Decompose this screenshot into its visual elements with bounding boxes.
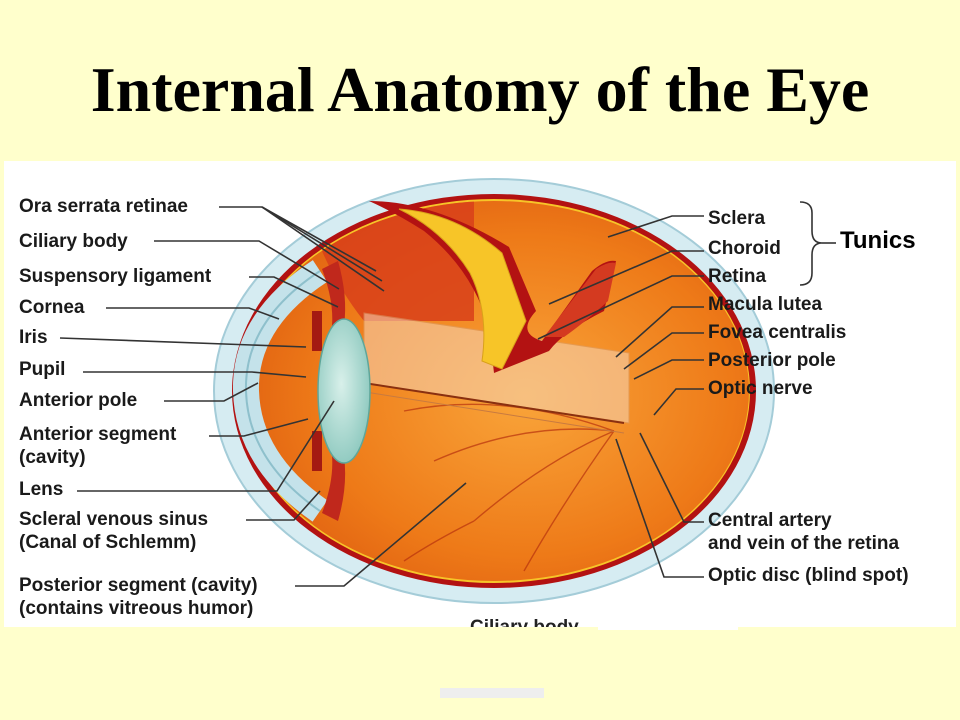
label-central-artery-line1: Central artery: [708, 510, 832, 531]
label-anterior-segment-line2: (cavity): [19, 447, 86, 468]
label-central-artery-line2: and vein of the retina: [708, 533, 900, 554]
label-ciliary-body-cut: Ciliary body: [470, 617, 579, 627]
label-lens: Lens: [19, 479, 64, 500]
label-posterior-segment: Posterior segment (cavity) (contains vit…: [19, 574, 258, 620]
label-scleral-sinus-line2: (Canal of Schlemm): [19, 532, 197, 553]
panel-notch: [598, 627, 738, 630]
label-suspensory-ligament: Suspensory ligament: [19, 266, 212, 287]
bottom-bar: [440, 688, 544, 698]
label-posterior-pole: Posterior pole: [708, 350, 836, 371]
label-pupil: Pupil: [19, 359, 66, 380]
label-ciliary-body: Ciliary body: [19, 231, 128, 252]
label-posterior-segment-line2: (contains vitreous humor): [19, 598, 254, 619]
label-tunics: Tunics: [840, 227, 916, 254]
lens-shape: [317, 318, 371, 464]
label-anterior-segment: Anterior segment (cavity): [19, 423, 176, 469]
retina-flap: [369, 201, 616, 373]
iris-shape: [312, 261, 346, 521]
label-retina: Retina: [708, 266, 767, 287]
label-ora-serrata: Ora serrata retinae: [19, 196, 188, 217]
label-optic-nerve: Optic nerve: [708, 378, 813, 399]
leader-lines: [59, 201, 836, 587]
label-optic-disc: Optic disc (blind spot): [708, 565, 909, 586]
label-choroid: Choroid: [708, 238, 781, 259]
label-scleral-sinus-line1: Scleral venous sinus: [19, 509, 209, 530]
label-scleral-venous-sinus: Scleral venous sinus (Canal of Schlemm): [19, 508, 208, 554]
label-macula-lutea: Macula lutea: [708, 294, 823, 315]
label-anterior-segment-line1: Anterior segment: [19, 424, 177, 445]
label-cornea: Cornea: [19, 297, 85, 318]
diagram-panel: Ora serrata retinae Ciliary body Suspens…: [4, 161, 956, 627]
eye-diagram: [59, 178, 836, 604]
label-central-artery: Central artery and vein of the retina: [708, 509, 899, 555]
label-posterior-segment-line1: Posterior segment (cavity): [19, 575, 258, 596]
label-sclera: Sclera: [708, 208, 766, 229]
label-iris: Iris: [19, 327, 48, 348]
label-fovea-centralis: Fovea centralis: [708, 322, 847, 343]
label-anterior-pole: Anterior pole: [19, 390, 138, 411]
page-title: Internal Anatomy of the Eye: [90, 54, 870, 125]
